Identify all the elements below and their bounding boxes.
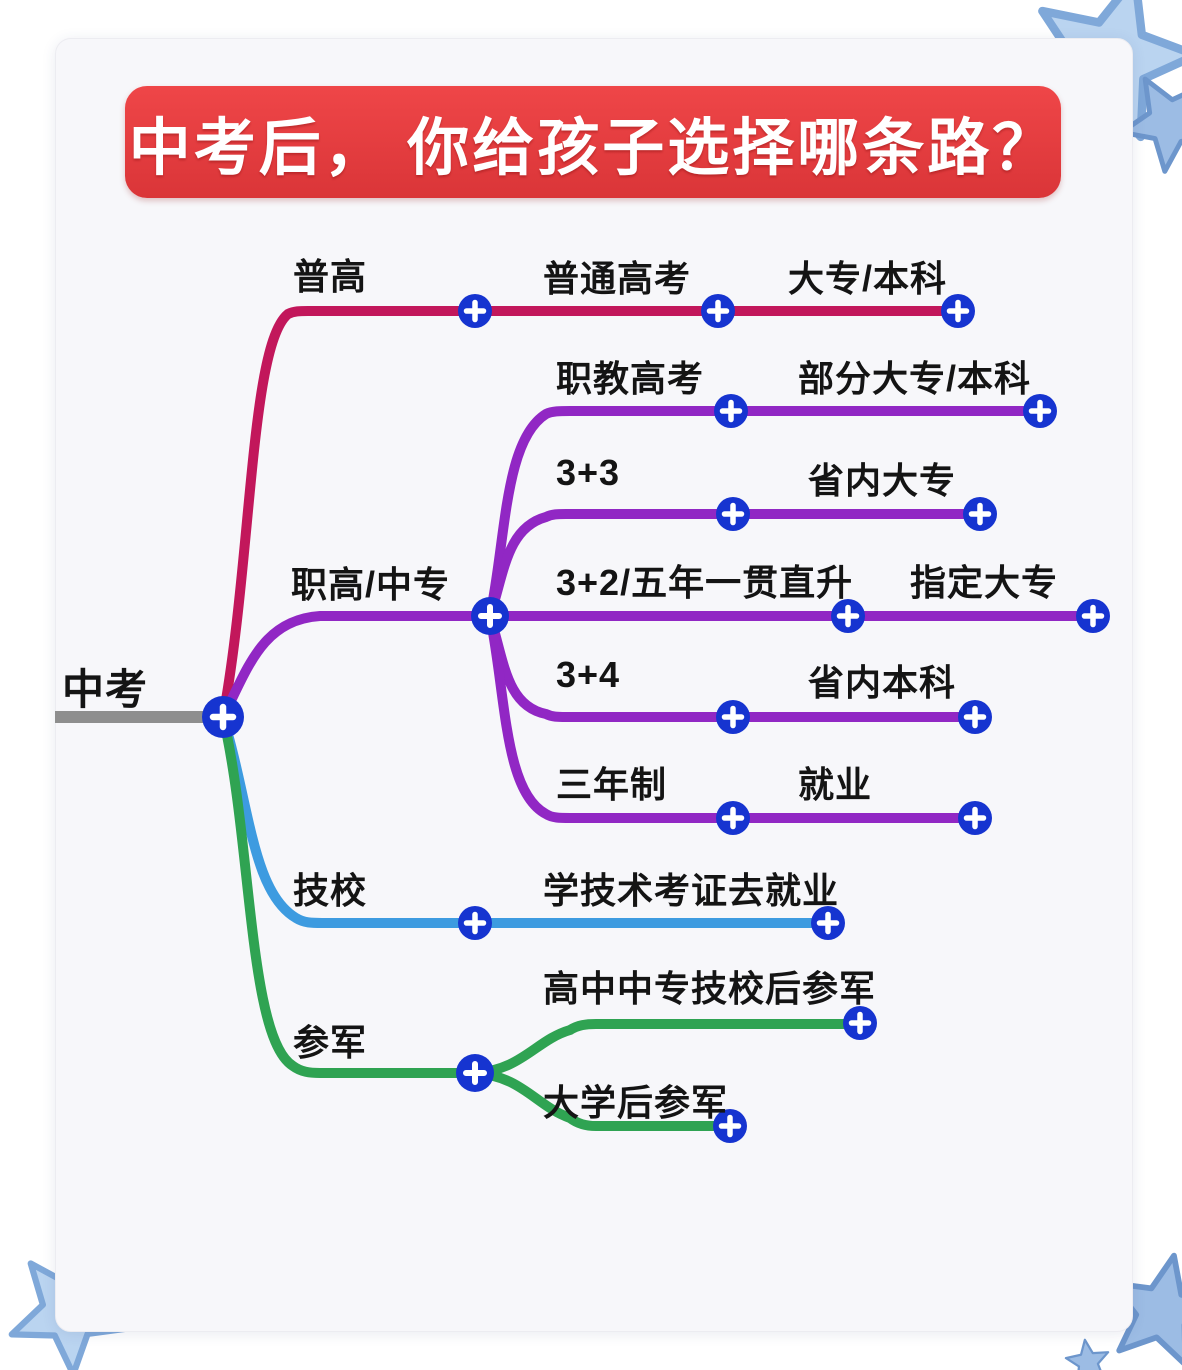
branch-canjun-after-college-line bbox=[470, 1068, 735, 1131]
3plus3-plus-icon[interactable] bbox=[716, 497, 750, 531]
bufen-dazhuan-plus-icon[interactable] bbox=[1023, 394, 1057, 428]
root-plus-icon[interactable] bbox=[202, 696, 244, 738]
shengnei-benke-plus-icon[interactable] bbox=[958, 700, 992, 734]
zhijiaogaokao-plus-icon[interactable] bbox=[714, 394, 748, 428]
node-shengnei-dazhuan-label: 省内大专 bbox=[808, 460, 957, 501]
node-canjun-label: 参军 bbox=[293, 1022, 368, 1063]
xuejishu-plus-icon[interactable] bbox=[811, 906, 845, 940]
jixiao-plus-icon[interactable] bbox=[458, 906, 492, 940]
node-canjun-after-school-label: 高中中专技校后参军 bbox=[543, 968, 877, 1009]
branch-3plus3-line bbox=[485, 509, 985, 621]
branch-sannianzhi-line bbox=[485, 611, 980, 823]
node-zhigao-label: 职高/中专 bbox=[291, 564, 451, 605]
shengnei-dazhuan-plus-icon[interactable] bbox=[963, 497, 997, 531]
node-bufen-dazhuan-label: 部分大专/本科 bbox=[798, 358, 1032, 399]
node-3plus3-label: 3+3 bbox=[556, 452, 621, 493]
canjun-after-college-plus-icon[interactable] bbox=[713, 1109, 747, 1143]
node-dazhuan-benke-label: 大专/本科 bbox=[788, 258, 948, 299]
node-3plus4-label: 3+4 bbox=[556, 654, 621, 695]
putonggaokao-plus-icon[interactable] bbox=[701, 294, 735, 328]
branch-zhigao-line bbox=[218, 611, 495, 722]
node-root-label: 中考 bbox=[62, 666, 149, 713]
star-bottom-tiny-icon bbox=[1064, 1338, 1110, 1370]
node-jixiao-label: 技校 bbox=[293, 870, 368, 911]
node-zhijiaogaokao-label: 职教高考 bbox=[556, 358, 705, 399]
node-sannianzhi-label: 三年制 bbox=[556, 764, 668, 805]
zhiding-dazhuan-plus-icon[interactable] bbox=[1076, 599, 1110, 633]
dazhuan-benke-plus-icon[interactable] bbox=[941, 294, 975, 328]
node-putonggaokao-label: 普通高考 bbox=[543, 258, 692, 299]
node-3plus2-label: 3+2/五年一贯直升 bbox=[556, 562, 854, 603]
branch-canjun-after-school-line bbox=[470, 1019, 865, 1078]
node-canjun-after-college-label: 大学后参军 bbox=[543, 1082, 729, 1123]
canjun-hub-plus-icon[interactable] bbox=[456, 1054, 494, 1092]
page-title: 中考后， 你给孩子选择哪条路？ bbox=[128, 115, 1058, 183]
node-zhiding-dazhuan-label: 指定大专 bbox=[910, 562, 1059, 603]
title-banner: 中考后， 你给孩子选择哪条路？ bbox=[125, 86, 1061, 198]
star-top-right-small-icon bbox=[1119, 76, 1182, 174]
node-pugao-label: 普高 bbox=[293, 256, 368, 297]
zhigao-hub-plus-icon[interactable] bbox=[471, 597, 509, 635]
sannianzhi-plus-icon[interactable] bbox=[716, 801, 750, 835]
node-jiuye-label: 就业 bbox=[798, 764, 873, 805]
3plus2-plus-icon[interactable] bbox=[831, 599, 865, 633]
branch-pugao-line bbox=[218, 306, 963, 722]
jiuye-plus-icon[interactable] bbox=[958, 801, 992, 835]
canjun-after-school-plus-icon[interactable] bbox=[843, 1006, 877, 1040]
pugao-plus-icon[interactable] bbox=[458, 294, 492, 328]
node-shengnei-benke-label: 省内本科 bbox=[808, 662, 957, 703]
branch-canjun-line bbox=[218, 712, 480, 1078]
3plus4-plus-icon[interactable] bbox=[716, 700, 750, 734]
branch-zhijiaogaokao-line bbox=[485, 406, 1045, 621]
node-xuejishu-label: 学技术考证去就业 bbox=[543, 870, 840, 911]
